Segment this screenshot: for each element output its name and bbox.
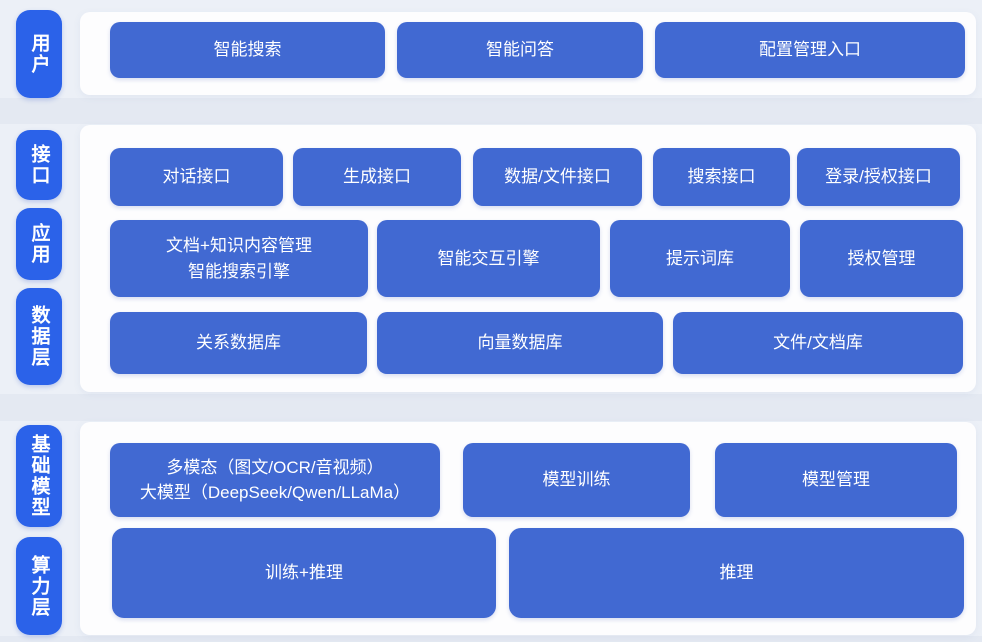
- node-model-training: 模型训练: [463, 443, 690, 517]
- side-label-data-layer: 数据层: [16, 288, 62, 385]
- node-login-auth-api: 登录/授权接口: [797, 148, 960, 206]
- node-doc-knowledge-search-engine: 文档+知识内容管理 智能搜索引擎: [110, 220, 368, 297]
- node-relational-db: 关系数据库: [110, 312, 367, 374]
- node-multimodal-llm: 多模态（图文/OCR/音视频） 大模型（DeepSeek/Qwen/LLaMa）: [110, 443, 440, 517]
- node-smart-search: 智能搜索: [110, 22, 385, 78]
- node-prompt-library: 提示词库: [610, 220, 790, 297]
- background-band: [0, 636, 982, 642]
- node-smart-qa: 智能问答: [397, 22, 643, 78]
- node-dialog-api: 对话接口: [110, 148, 283, 206]
- side-label-application: 应用: [16, 208, 62, 280]
- node-model-management: 模型管理: [715, 443, 957, 517]
- node-interaction-engine: 智能交互引擎: [377, 220, 600, 297]
- side-label-foundation-model: 基础模型: [16, 425, 62, 527]
- background-band: [0, 98, 982, 124]
- node-search-api: 搜索接口: [653, 148, 790, 206]
- node-file-doc-store: 文件/文档库: [673, 312, 963, 374]
- node-generation-api: 生成接口: [293, 148, 461, 206]
- node-training-inference: 训练+推理: [112, 528, 496, 618]
- node-auth-management: 授权管理: [800, 220, 963, 297]
- node-vector-db: 向量数据库: [377, 312, 663, 374]
- side-label-interface: 接口: [16, 130, 62, 200]
- node-inference: 推理: [509, 528, 964, 618]
- side-label-user: 用户: [16, 10, 62, 98]
- node-config-management-entry: 配置管理入口: [655, 22, 965, 78]
- node-data-file-api: 数据/文件接口: [473, 148, 642, 206]
- side-label-compute-layer: 算力层: [16, 537, 62, 635]
- background-band: [0, 394, 982, 421]
